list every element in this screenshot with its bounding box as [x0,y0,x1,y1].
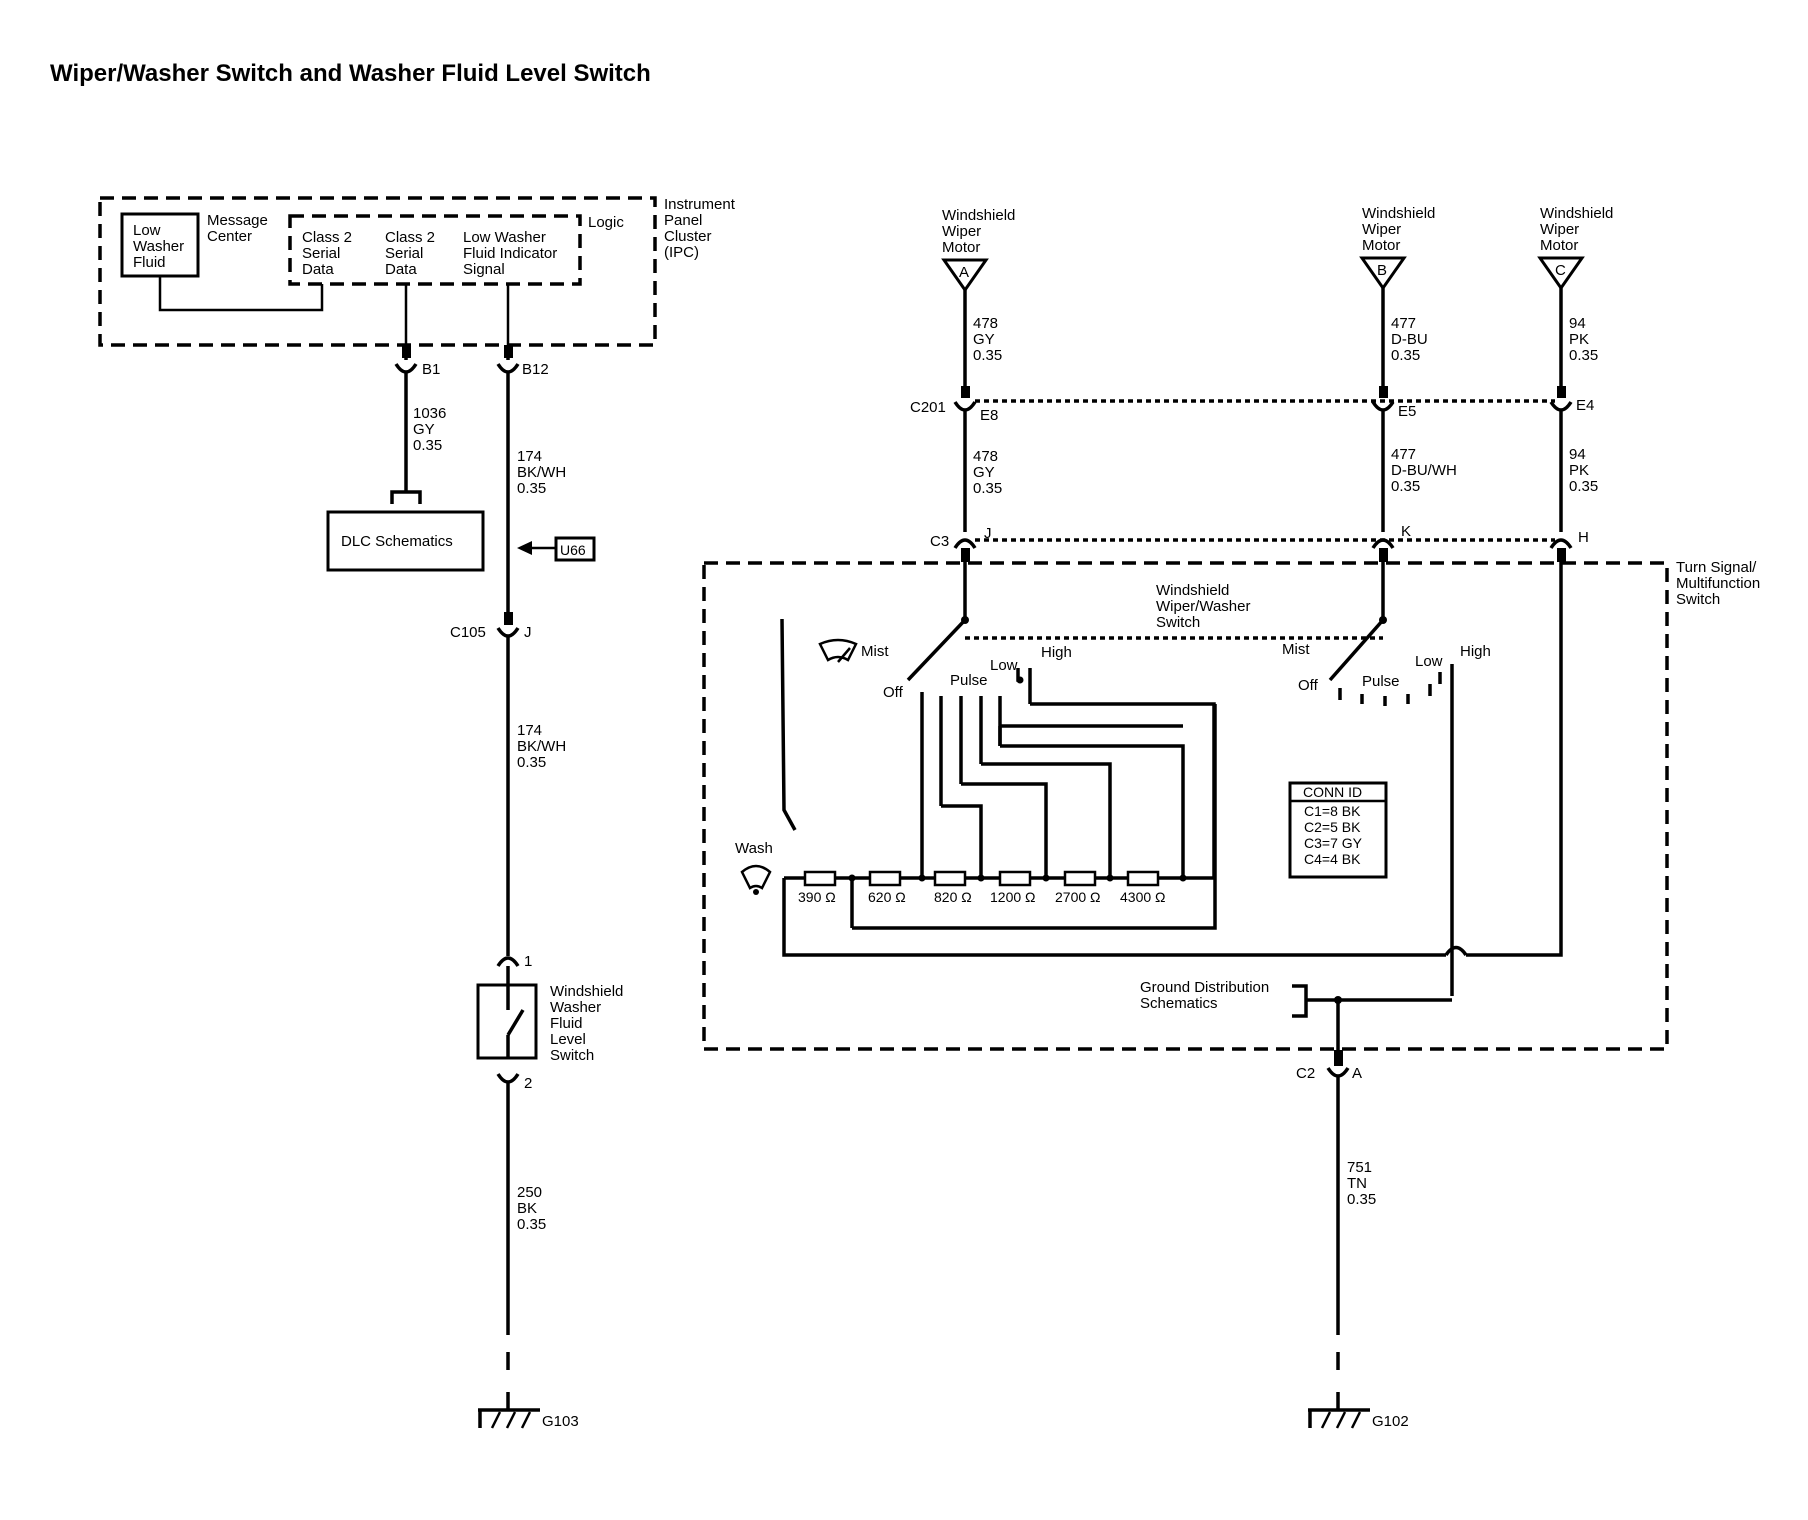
c201-e4-label: E4 [1576,397,1594,414]
washer-icon [740,864,772,895]
motor-a-label: Windshield Wiper Motor [942,207,1020,256]
conn-id-row: C1=8 BK [1304,803,1361,819]
motor-pin-b-triangle [1359,256,1407,291]
washer-signal-circuit: B12 174 BK/WH 0.35 U66 C105 J 174 BK/WH … [450,345,628,1430]
c105-label: C105 [450,624,486,641]
ground-circuit-g102: C2 A 751 TN 0.35 G102 [1296,1050,1409,1430]
c2-pin-label: A [1352,1065,1362,1082]
low-washer-fluid-label: Low Washer Fluid [133,222,188,271]
pin-b12-label: B12 [522,361,549,378]
motor-pin-a: A [959,264,969,281]
upper-wires: 478 GY 0.35 477 D-BU 0.35 94 PK 0.35 [961,288,1598,398]
right-pulse-label: Pulse [1362,673,1400,690]
resistor-390-label: 390 Ω [798,889,836,905]
conn-id-row: C2=5 BK [1304,819,1361,835]
conn-id-table: CONN ID C1=8 BK C2=5 BK C3=7 GY C4=4 BK [1288,781,1388,879]
logic-box [288,214,582,286]
motor-pin-c: C [1555,262,1566,279]
ipc-label: Instrument Panel Cluster (IPC) [664,196,739,261]
multifunction-switch: Turn Signal/ Multifunction Switch Windsh… [702,559,1764,1051]
right-mist-label: Mist [1282,641,1310,658]
wire-174-top-label: 174 BK/WH 0.35 [517,448,570,497]
pin-2-label: 2 [524,1075,532,1092]
class2-circuit: B1 1036 GY 0.35 DLC Schematics [326,345,485,572]
c201-e8-label: E8 [980,407,998,424]
logic-label: Logic [588,214,624,231]
c105-pin-label: J [524,624,532,641]
right-low-label: Low [1415,653,1443,670]
motor-c-label: Windshield Wiper Motor [1540,205,1618,254]
resistor-620-label: 620 Ω [868,889,906,905]
c3-h-label: H [1578,529,1589,546]
left-mist-label: Mist [861,643,889,660]
right-high-label: High [1460,643,1491,660]
wire-174-bottom-label: 174 BK/WH 0.35 [517,722,570,771]
dlc-schematics-label: DLC Schematics [341,533,453,550]
wire-477-upper-label: 477 D-BU 0.35 [1391,315,1432,364]
right-off-label: Off [1298,677,1319,694]
instrument-panel-cluster: Instrument Panel Cluster (IPC) Low Washe… [98,196,739,347]
multifunction-switch-label: Turn Signal/ Multifunction Switch [1676,559,1764,608]
wire-94-lower-label: 94 PK 0.35 [1569,446,1598,495]
ground-g102-label: G102 [1372,1413,1409,1430]
u66-label: U66 [560,542,586,558]
left-low-label: Low [990,657,1018,674]
conn-id-row: C3=7 GY [1304,835,1363,851]
fluid-level-switch-label: Windshield Washer Fluid Level Switch [550,983,628,1064]
class2-data-b-label: Class 2 Serial Data [385,229,439,278]
u66-reference-box [554,536,596,562]
class2-data-a-label: Class 2 Serial Data [302,229,356,278]
motor-pin-c-triangle [1537,256,1585,291]
resistor-820-label: 820 Ω [934,889,972,905]
c3-label: C3 [930,533,949,550]
wiper-motor-inputs: Windshield Wiper Motor A Windshield Wipe… [941,205,1618,293]
connector-c201: C201 E8 E5 E4 [910,397,1594,424]
ground-g103-label: G103 [542,1413,579,1430]
lower-wires: 478 GY 0.35 477 D-BU/WH 0.35 94 PK 0.35 [963,410,1598,532]
wire-751-label: 751 TN 0.35 [1347,1159,1376,1208]
low-washer-signal-label: Low Washer Fluid Indicator Signal [463,229,561,278]
resistor-4300-label: 4300 Ω [1120,889,1166,905]
resistor-1200-label: 1200 Ω [990,889,1036,905]
left-pulse-label: Pulse [950,672,988,689]
ground-g102-icon [1308,1408,1370,1429]
pin-b1-label: B1 [422,361,440,378]
wash-label: Wash [735,840,773,857]
ground-g103-icon [478,1408,540,1429]
wiper-washer-switch-label: Windshield Wiper/Washer Switch [1156,582,1255,631]
connector-b1-symbol [394,363,418,374]
c201-label: C201 [910,399,946,416]
c201-e5-label: E5 [1398,403,1416,420]
resistor-2700-label: 2700 Ω [1055,889,1101,905]
dlc-schematics-box [326,510,485,572]
conn-id-header: CONN ID [1303,784,1362,800]
motor-b-label: Windshield Wiper Motor [1362,205,1440,254]
wiper-mist-icon [818,638,858,663]
wire-250-label: 250 BK 0.35 [517,1184,546,1233]
c3-j-label: J [984,525,992,542]
motor-pin-a-triangle [941,258,989,293]
wire-1036-label: 1036 GY 0.35 [413,405,451,454]
conn-id-row: C4=4 BK [1304,851,1361,867]
wire-478-lower-label: 478 GY 0.35 [973,448,1002,497]
wire-478-upper-label: 478 GY 0.35 [973,315,1002,364]
connector-c3: C3 J K H [930,523,1589,562]
ground-distribution-label: Ground Distribution Schematics [1140,979,1273,1012]
c3-k-label: K [1401,523,1411,540]
left-high-label: High [1041,644,1072,661]
left-off-label: Off [883,684,904,701]
pin-1-label: 1 [524,953,532,970]
wire-94-upper-label: 94 PK 0.35 [1569,315,1598,364]
motor-pin-b: B [1377,262,1387,279]
wire-477-lower-label: 477 D-BU/WH 0.35 [1391,446,1461,495]
diagram-title: Wiper/Washer Switch and Washer Fluid Lev… [50,60,651,87]
c2-label: C2 [1296,1065,1315,1082]
message-center-label: Message Center [207,212,272,245]
